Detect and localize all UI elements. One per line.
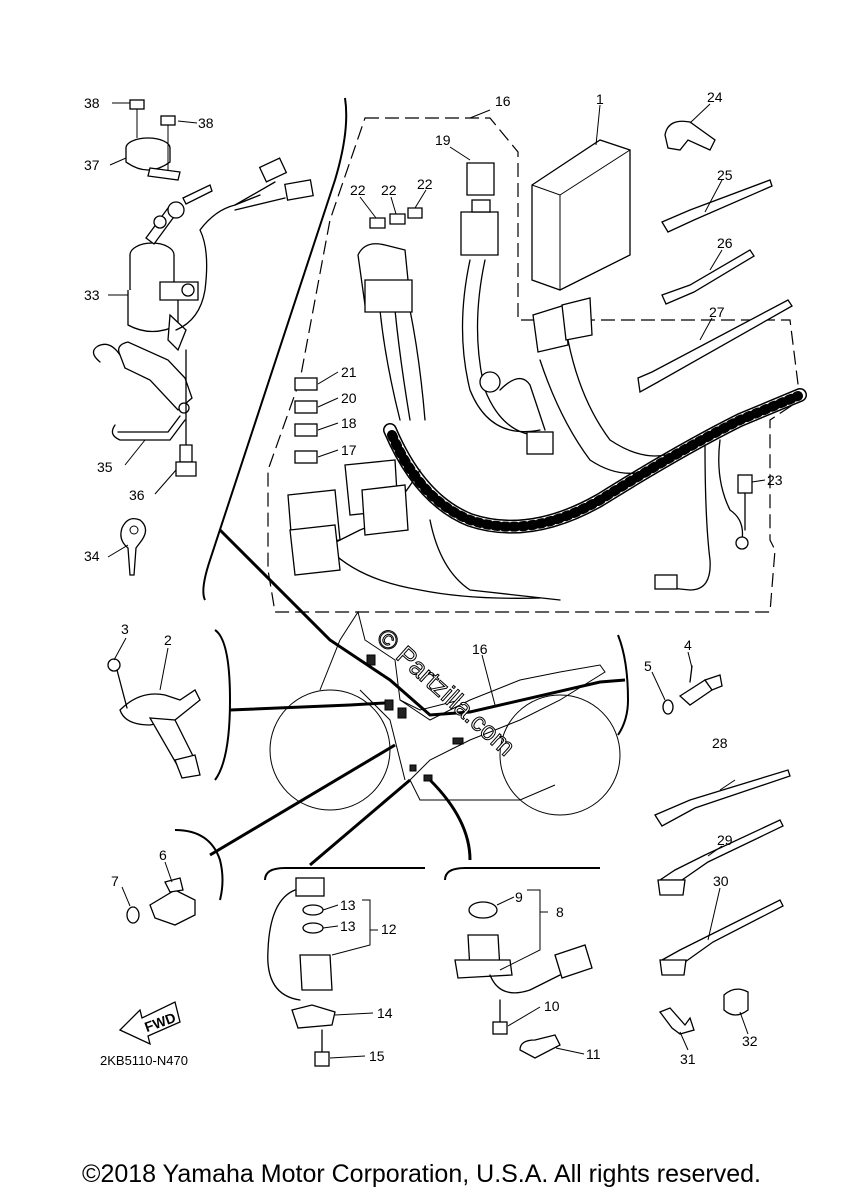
callout-18: 18 bbox=[341, 415, 357, 431]
callout-17: 17 bbox=[341, 442, 357, 458]
callout-8: 8 bbox=[556, 904, 564, 920]
callout-21: 21 bbox=[341, 364, 357, 380]
callout-5: 5 bbox=[644, 658, 652, 674]
callout-35: 35 bbox=[97, 459, 113, 475]
drawing-code: 2KB5110-N470 bbox=[100, 1053, 188, 1068]
callout-labels: 1 2 3 4 5 6 7 8 9 10 11 12 13 13 14 15 1… bbox=[84, 89, 783, 1067]
callout-34: 34 bbox=[84, 548, 100, 564]
ignition-coil bbox=[107, 658, 201, 779]
clamps-31-32 bbox=[658, 988, 749, 1035]
cable-tie-28 bbox=[654, 769, 791, 827]
clamps-and-ties bbox=[637, 120, 793, 394]
callout-27: 27 bbox=[709, 304, 725, 320]
callout-22a: 22 bbox=[350, 182, 366, 198]
panel-brackets bbox=[174, 629, 630, 901]
callout-14: 14 bbox=[377, 1005, 393, 1021]
callout-36: 36 bbox=[129, 487, 145, 503]
callout-9: 9 bbox=[515, 889, 523, 905]
watermark: © Partzilla.com bbox=[371, 622, 521, 762]
callout-2: 2 bbox=[164, 632, 172, 648]
callout-15: 15 bbox=[369, 1048, 385, 1064]
callout-29: 29 bbox=[717, 832, 733, 848]
callout-7: 7 bbox=[111, 873, 119, 889]
callout-leaders bbox=[107, 102, 766, 1059]
callout-25: 25 bbox=[717, 167, 733, 183]
callout-10: 10 bbox=[544, 998, 560, 1014]
harness-group-boundary bbox=[267, 117, 801, 613]
sensor-8-assembly bbox=[454, 901, 593, 1059]
callout-16b: 16 bbox=[472, 641, 488, 657]
callout-22c: 22 bbox=[417, 176, 433, 192]
main-switch-assembly bbox=[92, 99, 314, 576]
callout-26: 26 bbox=[717, 235, 733, 251]
leader-lines bbox=[209, 528, 626, 867]
callout-38b: 38 bbox=[198, 115, 214, 131]
callout-38a: 38 bbox=[84, 95, 100, 111]
left-panel-border bbox=[202, 97, 348, 601]
sensor-4 bbox=[662, 665, 723, 715]
harness-components bbox=[287, 139, 753, 576]
cable-ties-29-30 bbox=[657, 819, 784, 976]
callout-1: 1 bbox=[596, 91, 604, 107]
callout-20: 20 bbox=[341, 390, 357, 406]
wire-harness bbox=[329, 259, 807, 601]
callout-6: 6 bbox=[159, 847, 167, 863]
callout-28: 28 bbox=[712, 735, 728, 751]
callout-24: 24 bbox=[707, 89, 723, 105]
callout-23: 23 bbox=[767, 472, 783, 488]
motorcycle-outline bbox=[269, 610, 621, 816]
callout-33: 33 bbox=[84, 287, 100, 303]
callout-30: 30 bbox=[713, 873, 729, 889]
callout-32: 32 bbox=[742, 1033, 758, 1049]
copyright-notice: ©2018 Yamaha Motor Corporation, U.S.A. A… bbox=[82, 1160, 761, 1188]
sensor-6 bbox=[126, 877, 196, 926]
callout-31: 31 bbox=[680, 1051, 696, 1067]
callout-3: 3 bbox=[121, 621, 129, 637]
sensor-12-assembly bbox=[267, 877, 336, 1067]
callout-13b: 13 bbox=[340, 918, 356, 934]
callout-12: 12 bbox=[381, 921, 397, 937]
callout-4: 4 bbox=[684, 637, 692, 653]
callout-11: 11 bbox=[586, 1046, 601, 1062]
callout-16a: 16 bbox=[495, 93, 511, 109]
callout-19: 19 bbox=[435, 132, 451, 148]
callout-13a: 13 bbox=[340, 897, 356, 913]
callout-37: 37 bbox=[84, 157, 100, 173]
callout-22b: 22 bbox=[381, 182, 397, 198]
fwd-arrow: FWD bbox=[118, 1001, 181, 1046]
